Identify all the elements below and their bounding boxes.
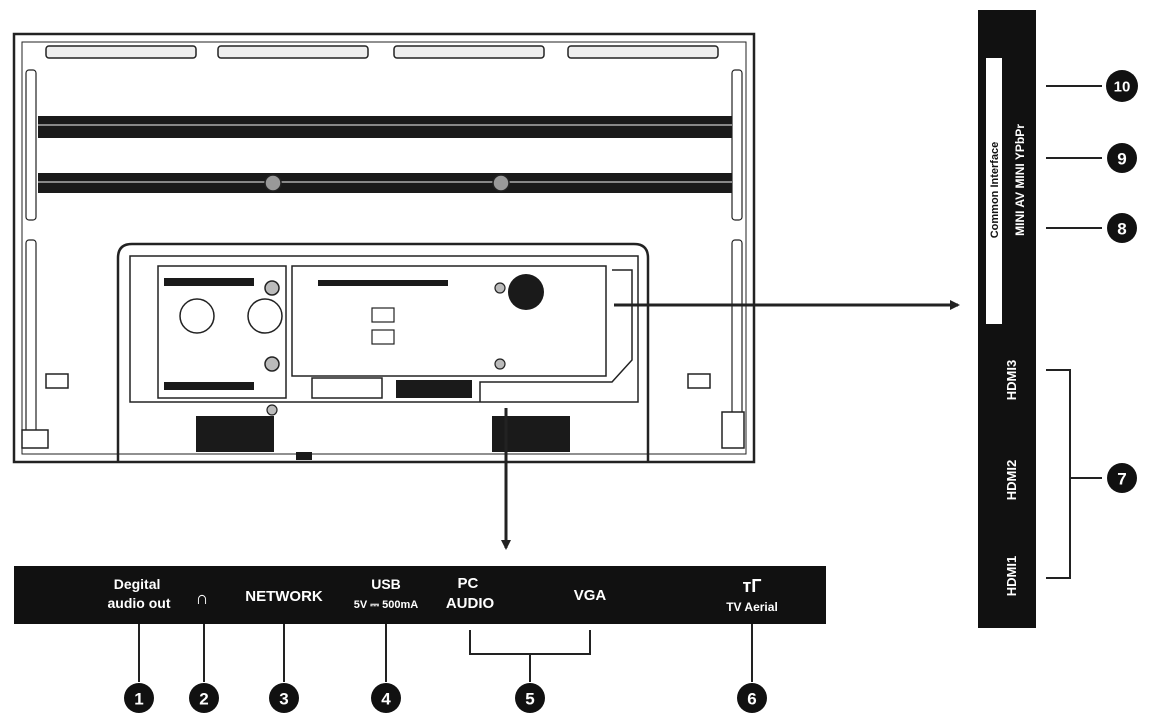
hdmi1-label: HDMI1 xyxy=(1004,556,1019,596)
mini-av-ypbpr-label: MINI AV MINI YPbPr xyxy=(1013,124,1027,236)
tv-housing xyxy=(12,32,756,464)
electronics-panel xyxy=(116,242,650,462)
callout-9: 9 xyxy=(1107,143,1137,173)
svg-text:3: 3 xyxy=(279,690,288,709)
bottom-leader-lines xyxy=(138,624,753,682)
common-interface-label: Common Interface xyxy=(989,142,1001,239)
network-label: NETWORK xyxy=(245,588,323,605)
pc-audio-label: PC AUDIO xyxy=(446,575,495,612)
callout-7: 7 xyxy=(1107,463,1137,493)
callout-8: 8 xyxy=(1107,213,1137,243)
bottom-connector-panel xyxy=(14,566,826,624)
digital-audio-out-label: Degital audio out xyxy=(108,576,171,611)
svg-text:8: 8 xyxy=(1117,220,1126,239)
svg-text:6: 6 xyxy=(747,690,756,709)
svg-text:9: 9 xyxy=(1117,150,1126,169)
svg-text:5: 5 xyxy=(525,690,534,709)
callout-10: 10 xyxy=(1106,70,1138,102)
headphone-icon: ∩ xyxy=(196,588,209,608)
svg-text:1: 1 xyxy=(134,690,143,709)
callout-4: 4 xyxy=(371,683,401,713)
callout-6: 6 xyxy=(737,683,767,713)
usb-rating-label: 5V ⎓ 500mA xyxy=(354,599,418,611)
vga-label: VGA xyxy=(574,587,607,604)
callout-5: 5 xyxy=(515,683,545,713)
svg-text:10: 10 xyxy=(1114,79,1131,96)
svg-text:7: 7 xyxy=(1117,470,1126,489)
aerial-icon: тГ xyxy=(742,576,761,596)
hdmi2-label: HDMI2 xyxy=(1004,460,1019,500)
side-leader-lines xyxy=(1046,85,1102,579)
callout-3: 3 xyxy=(269,683,299,713)
common-interface-slot xyxy=(986,58,1002,324)
usb-label: USB xyxy=(371,576,401,592)
hdmi3-label: HDMI3 xyxy=(1004,360,1019,400)
callout-2: 2 xyxy=(189,683,219,713)
callout-1: 1 xyxy=(124,683,154,713)
svg-text:4: 4 xyxy=(381,690,391,709)
svg-text:2: 2 xyxy=(199,690,208,709)
tv-aerial-label: TV Aerial xyxy=(726,600,778,614)
